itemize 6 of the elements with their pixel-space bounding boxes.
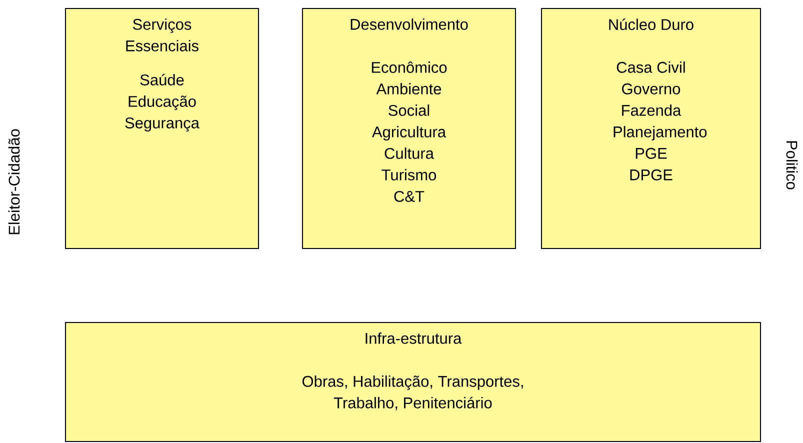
text-box: Serviços Essenciais Saúde Educação Segurança [65, 8, 259, 249]
text-box: Infra-estrutura Obras, Habilitação, Transportes, Trabalho, Penitenciário [65, 322, 761, 442]
text-box: Núcleo Duro Casa Civil Governo Fazenda Planejamento PGE DPGE [541, 8, 761, 249]
side-label: Politico [786, 141, 798, 190]
text-box: Desenvolvimento Econômico Ambiente Social Agricultura Cultura Turismo C&T [302, 8, 516, 249]
side-label: Eleitor-Cidadão [8, 129, 20, 234]
